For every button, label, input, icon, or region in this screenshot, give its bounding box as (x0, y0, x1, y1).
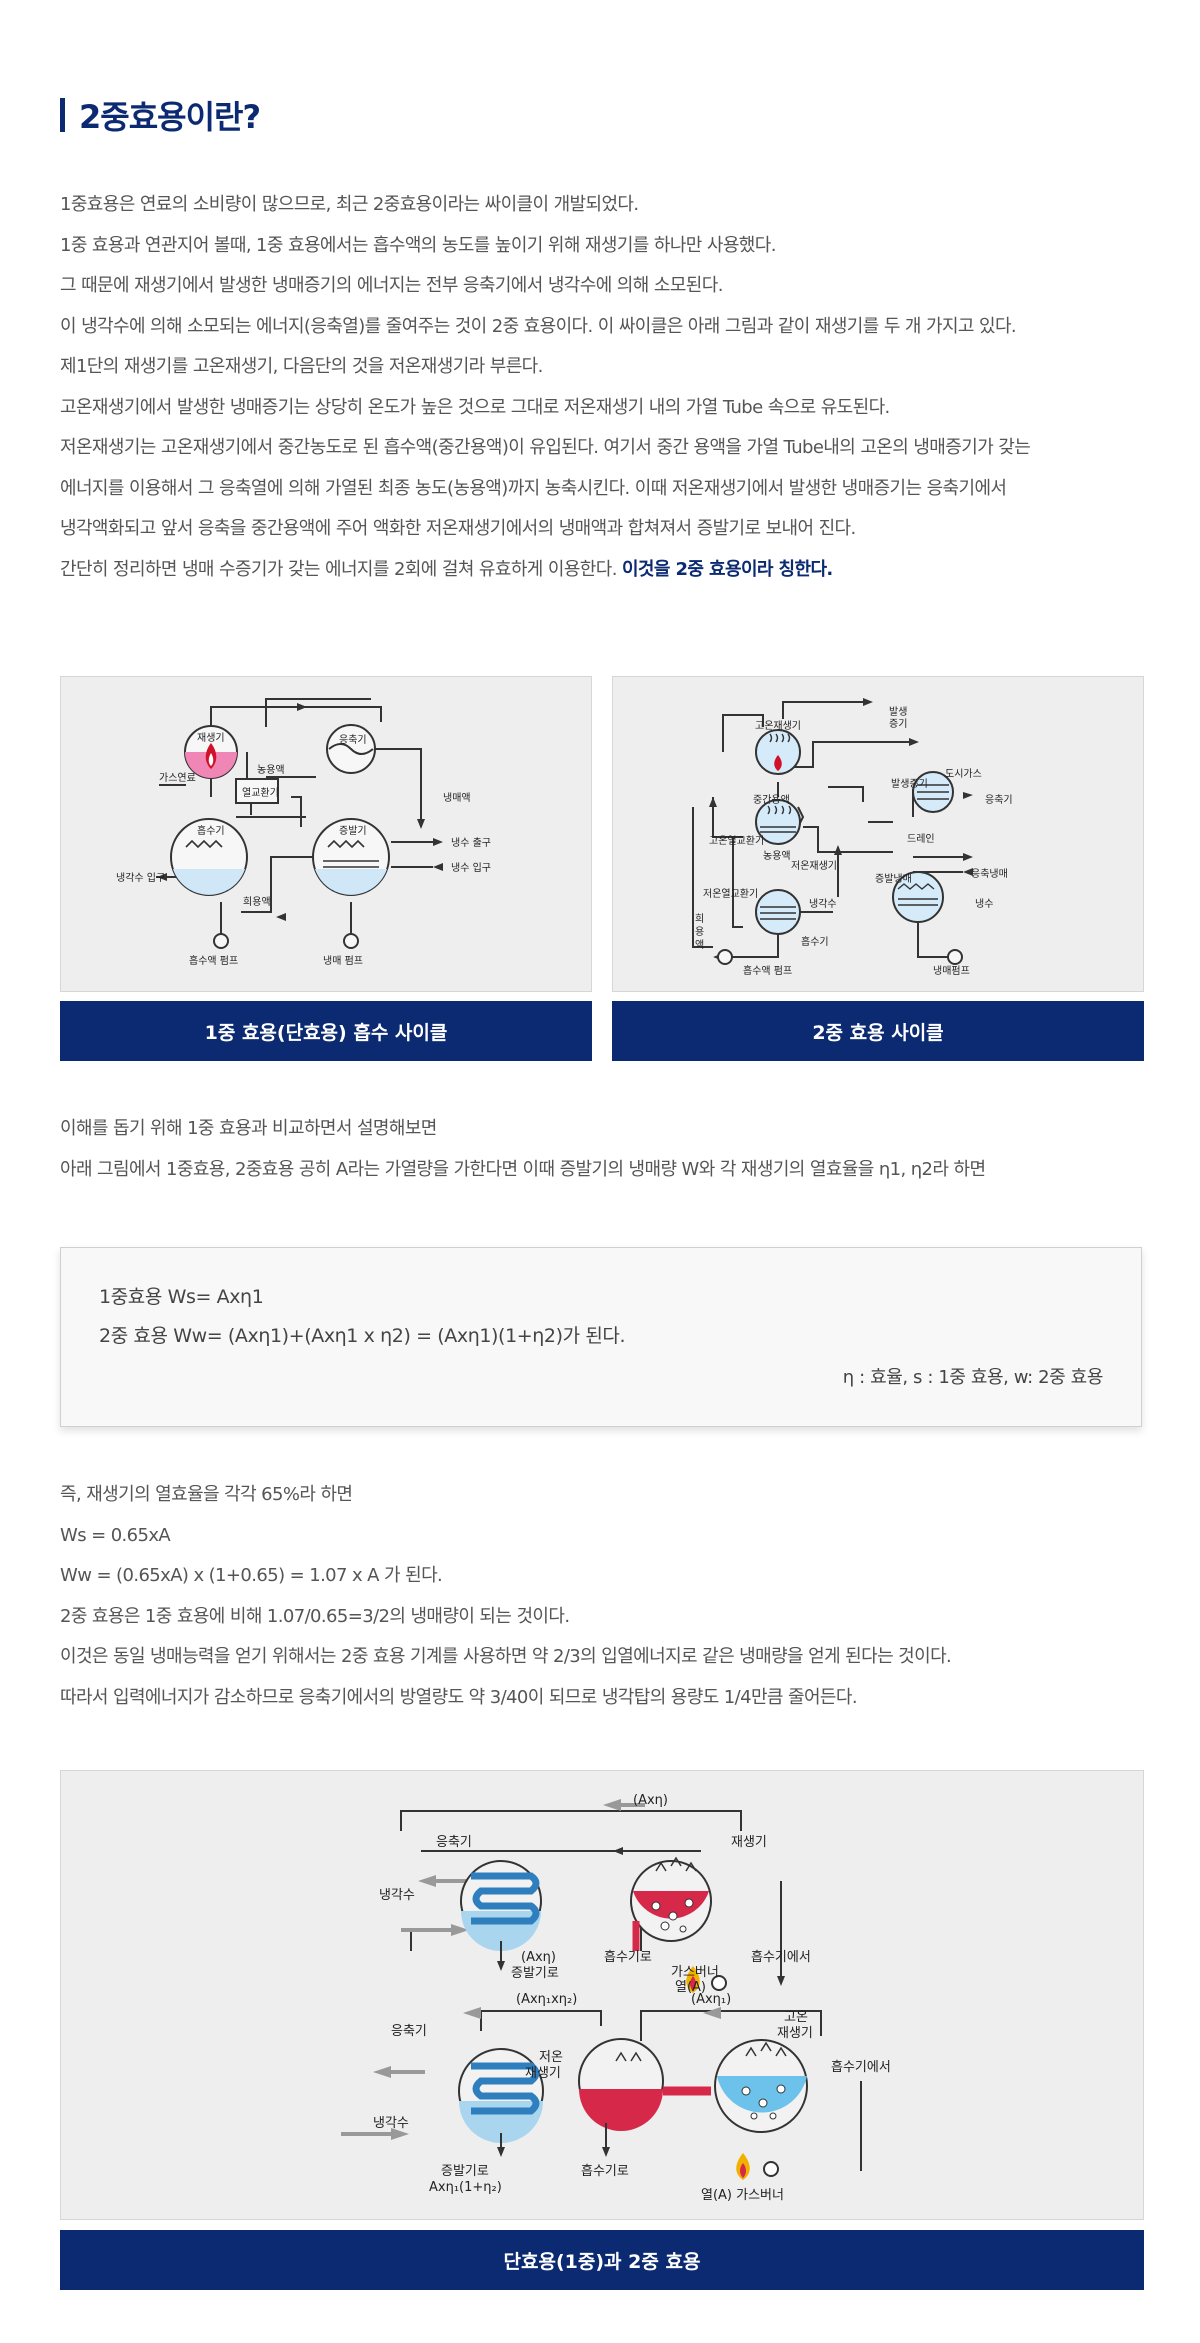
label-condenser: 응축기 (339, 734, 367, 746)
label-cooling-1: 냉각수 (379, 1888, 415, 1903)
intro-line: 저온재생기는 고온재생기에서 중간농도로 된 흡수액(중간용액)이 유입된다. … (60, 437, 1031, 458)
single-effect-diagram: 재생기 응축기 가스연료 농용액 열교환기 냉매액 흡수기 증발기 냉수 출구 … (60, 676, 592, 992)
label-absorber: 흡수기 (197, 824, 225, 837)
label-dilute-2: 용 (695, 926, 704, 938)
label-cooling-in: 냉각수 입구 (116, 871, 165, 884)
result-line: Ww = (0.65xA) x (1+0.65) = 1.07 x A 가 된다… (60, 1565, 443, 1586)
intro-paragraph: 1중효용은 연료의 소비량이 많으므로, 최근 2중효용이라는 싸이클이 개발되… (60, 185, 1150, 590)
label-regenerator: 재생기 (197, 732, 225, 744)
result-line: 2중 효용은 1중 효용에 비해 1.07/0.65=3/2의 냉매량이 되는 … (60, 1605, 570, 1627)
label-drain: 드레인 (907, 833, 935, 845)
formula-note: η : 효율, s : 1중 효용, w: 2중 효용 (842, 1367, 1104, 1388)
label-absorber: 흡수기 (801, 935, 829, 948)
label-axn-evap: (Axη) (521, 1950, 556, 1965)
label-condenser-2: 응축기 (391, 2024, 427, 2039)
label-heat-burner-2: 열(A) 가스버너 (701, 2188, 784, 2203)
label-gas-burner-1: 가스버너 (671, 1965, 719, 1980)
single-effect-svg: 재생기 응축기 가스연료 농용액 열교환기 냉매액 흡수기 증발기 냉수 출구 … (116, 698, 491, 967)
double-effect-diagram: 고온재생기 발생 증기 발생증기 도시가스 중간용액 응축기 고온열교환기 드레… (612, 676, 1144, 992)
label-dilute: 희용액 (243, 896, 271, 908)
compare-line: 이해를 돕기 위해 1중 효용과 비교하면서 설명해보면 (60, 1118, 437, 1139)
label-high-temp-hx: 고온열교환기 (709, 835, 764, 847)
label-condenser: 응축기 (985, 794, 1013, 806)
label-condensed-refrigerant: 응축냉매 (971, 868, 1008, 880)
label-refrigerant-liquid: 냉매액 (443, 792, 471, 804)
heading-accent-bar (60, 98, 65, 132)
label-heat-1: 열(A) (675, 1980, 706, 1995)
label-axn1-axn2: (Axη₁xη₂) (516, 1992, 577, 2007)
label-axn-top: (Axη) (633, 1793, 668, 1808)
intro-last-text: 간단히 정리하면 냉매 수증기가 갖는 에너지를 2회에 걸쳐 유효하게 이용한… (60, 558, 617, 580)
label-concentrated: 농용액 (763, 850, 791, 862)
label-intermediate-solution: 중간용액 (753, 794, 790, 806)
intro-line: 고온재생기에서 발생한 냉매증기는 상당히 온도가 높은 것으로 그대로 저온재… (60, 396, 890, 418)
intro-line: 1중 효용과 연관지어 볼때, 1중 효용에서는 흡수액의 농도를 높이기 위해… (60, 234, 776, 256)
label-to-absorber-2: 흡수기로 (581, 2164, 629, 2179)
intro-line: 냉각액화되고 앞서 응축을 중간용액에 주어 액화한 저온재생기에서의 냉매액과… (60, 518, 856, 539)
result-paragraph: 즉, 재생기의 열효율을 각각 65%라 하면 Ws = 0.65xA Ww =… (60, 1475, 1150, 1718)
label-to-evaporator-2: 증발기로 (441, 2164, 489, 2179)
label-absorbent-pump: 흡수액 펌프 (743, 964, 792, 977)
label-heat-exchanger: 열교환기 (242, 787, 279, 799)
result-line: 이것은 동일 냉매능력을 얻기 위해서는 2중 효용 기계를 사용하면 약 2/… (60, 1646, 952, 1667)
label-to-absorber-1: 흡수기로 (604, 1950, 652, 1965)
label-evaporated-refrigerant: 증발냉매 (875, 873, 912, 885)
double-effect-svg: 고온재생기 발생 증기 발생증기 도시가스 중간용액 응축기 고온열교환기 드레… (692, 698, 1013, 977)
intro-line: 간단히 정리하면 냉매 수증기가 갖는 에너지를 2회에 걸쳐 유효하게 이용한… (60, 550, 1150, 591)
label-gas-fuel: 가스연료 (159, 772, 196, 784)
label-regenerator-1: 재생기 (731, 1835, 767, 1850)
label-evaporator: 증발기 (339, 825, 367, 837)
intro-line: 1중효용은 연료의 소비량이 많으므로, 최근 2중효용이라는 싸이클이 개발되… (60, 194, 639, 215)
label-cooling-water: 냉각수 (809, 898, 837, 910)
fig2-caption: 2중 효용 사이클 (612, 1001, 1144, 1061)
label-cooling-2: 냉각수 (373, 2116, 409, 2131)
label-absorbent-pump: 흡수액 펌프 (189, 954, 238, 967)
formula-double: 2중 효용 Ww= (Axη1)+(Axη1 x η2) = (Axη1)(1+… (99, 1325, 626, 1347)
result-line: 즉, 재생기의 열효율을 각각 65%라 하면 (60, 1484, 353, 1505)
label-axn1: (Axη₁) (691, 1992, 731, 2007)
label-low-temp-2: 재생기 (525, 2066, 561, 2081)
intro-line: 제1단의 재생기를 고온재생기, 다음단의 것을 저온재생기라 부른다. (60, 356, 543, 377)
formula-single: 1중효용 Ws= Axη1 (99, 1286, 264, 1308)
label-vapor-2: 증기 (889, 718, 907, 730)
formula-box: 1중효용 Ws= Axη1 2중 효용 Ww= (Axη1)+(Axη1 x η… (60, 1247, 1142, 1427)
single-vs-double-svg: (Axη) 응축기 재생기 냉각수 (Axη) 증발기로 흡수기로 가스버너 열… (341, 1793, 891, 2203)
heading-text: 2중효용이란? (79, 98, 261, 136)
label-from-absorber-2: 흡수기에서 (831, 2060, 891, 2075)
label-chilled-in: 냉수 입구 (451, 861, 491, 874)
result-line: 따라서 입력에너지가 감소하므로 응축기에서의 방열량도 약 3/40이 되므로… (60, 1686, 858, 1708)
label-low-temp-hx: 저온열교환기 (703, 888, 758, 900)
compare-line: 아래 그림에서 1중효용, 2중효용 공히 A라는 가열량을 가한다면 이때 증… (60, 1158, 986, 1180)
intro-line: 이 냉각수에 의해 소모되는 에너지(응축열)를 줄여주는 것이 2중 효용이다… (60, 315, 1017, 337)
label-condenser-1: 응축기 (436, 1835, 472, 1850)
label-low-temp-generator: 저온재생기 (791, 860, 837, 872)
label-refrigerant-pump: 냉매펌프 (933, 965, 970, 977)
fig3-caption: 단효용(1중)과 2중 효용 (60, 2230, 1144, 2290)
label-generated-vapor: 발생증기 (891, 778, 928, 790)
label-from-absorber-1: 흡수기에서 (751, 1950, 811, 1965)
label-dilute-3: 액 (695, 939, 704, 951)
label-chilled-water: 냉수 (975, 898, 993, 910)
fig1-caption: 1중 효용(단효용) 흡수 사이클 (60, 1001, 592, 1061)
result-line: Ws = 0.65xA (60, 1524, 171, 1546)
intro-line: 그 때문에 재생기에서 발생한 냉매증기의 에너지는 전부 응축기에서 냉각수에… (60, 275, 723, 296)
label-axn-sum: Axη₁(1+η₂) (429, 2180, 502, 2195)
compare-paragraph: 이해를 돕기 위해 1중 효용과 비교하면서 설명해보면 아래 그림에서 1중효… (60, 1109, 1150, 1190)
label-high-temp-1: 고온 (784, 2010, 808, 2025)
label-concentrated: 농용액 (257, 764, 285, 776)
intro-line: 에너지를 이용해서 그 응축열에 의해 가열된 최종 농도(농용액)까지 농축시… (60, 477, 1007, 499)
label-city-gas: 도시가스 (945, 768, 982, 780)
label-chilled-out: 냉수 출구 (451, 837, 491, 849)
intro-highlight: 이것을 2중 효용이라 칭한다. (621, 558, 833, 580)
label-vapor-1: 발생 (889, 706, 907, 718)
label-low-temp-1: 저온 (539, 2050, 563, 2065)
section-heading: 2중효용이란? (60, 96, 261, 136)
label-to-evaporator-1: 증발기로 (511, 1966, 559, 1981)
label-high-temp-2: 재생기 (777, 2026, 813, 2041)
label-refrigerant-pump: 냉매 펌프 (323, 955, 363, 967)
single-vs-double-diagram: (Axη) 응축기 재생기 냉각수 (Axη) 증발기로 흡수기로 가스버너 열… (60, 1770, 1144, 2220)
label-high-temp-generator: 고온재생기 (755, 720, 801, 732)
label-dilute-1: 희 (695, 913, 704, 925)
